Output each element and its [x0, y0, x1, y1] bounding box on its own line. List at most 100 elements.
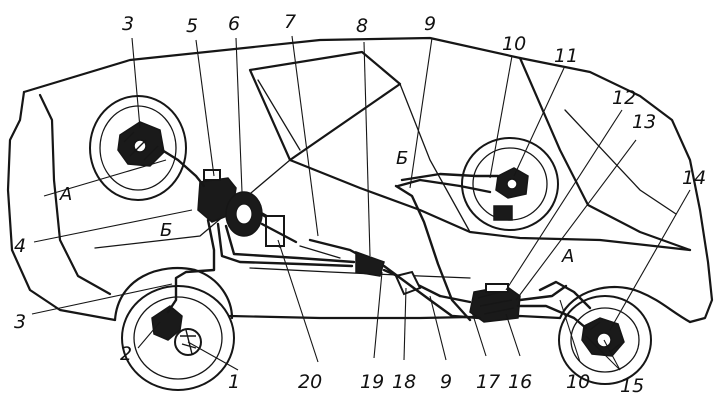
line-rear-right-2 — [538, 280, 592, 310]
front-bumper — [6, 90, 117, 322]
leader-15b — [585, 335, 621, 371]
line-rear-left-feed — [396, 178, 492, 194]
rear-right-wheel — [558, 295, 652, 385]
front-fender-line — [38, 93, 112, 296]
label-5: 5 — [186, 15, 198, 37]
leader-11 — [513, 67, 565, 177]
letter-markers: А А Б Б — [59, 148, 574, 267]
line-rear-left-feed-2 — [400, 172, 500, 182]
rear-right-hatching — [589, 321, 621, 353]
label-3-top: 3 — [122, 13, 134, 35]
leader-7 — [291, 35, 319, 237]
line-rear-right — [516, 304, 588, 330]
letter-b-center: Б — [396, 148, 408, 169]
pedal-link — [260, 222, 298, 244]
leader-14 — [609, 189, 691, 331]
regulator-cap — [485, 283, 509, 293]
label-11: 11 — [554, 45, 578, 67]
rear-window-line — [564, 109, 677, 215]
cable-to-regulator — [438, 294, 472, 304]
label-18: 18 — [392, 371, 416, 393]
label-2: 2 — [120, 343, 132, 365]
front-left-wheel — [89, 95, 187, 201]
line-front-right — [166, 218, 216, 314]
leader-20 — [277, 239, 319, 363]
label-1: 1 — [228, 371, 240, 393]
front-right-caliper — [151, 305, 183, 341]
leader-17 — [471, 311, 487, 357]
sill-line — [228, 314, 562, 320]
reservoir — [203, 169, 221, 181]
handbrake-bracket — [355, 250, 385, 277]
label-10-top: 10 — [502, 33, 526, 55]
leader-3-bottom — [31, 283, 173, 315]
leader-4 — [33, 209, 193, 243]
rear-left-regulator — [493, 205, 513, 221]
label-10-bottom: 10 — [566, 371, 590, 393]
leader-8 — [363, 41, 371, 257]
line-to-rear-1 — [216, 222, 354, 268]
label-7: 7 — [284, 11, 296, 33]
front-left-hatching — [123, 131, 159, 161]
leader-10-bottom — [559, 299, 581, 363]
front-right-wheel — [121, 285, 235, 391]
leader-3-top — [131, 37, 141, 129]
label-13: 13 — [632, 111, 656, 133]
leader-a-front — [43, 159, 167, 197]
leader-lines — [31, 35, 691, 371]
handbrake-assembly — [260, 222, 442, 298]
label-17: 17 — [476, 371, 500, 393]
leader-9-top — [409, 37, 433, 189]
label-3-bottom: 3 — [14, 311, 26, 333]
line-front-left — [160, 148, 206, 188]
leader-5 — [195, 39, 215, 177]
label-15: 15 — [620, 375, 644, 397]
regulator-link — [518, 284, 568, 302]
leader-6 — [235, 37, 243, 193]
label-20: 20 — [298, 371, 322, 393]
brake-lines — [160, 148, 592, 330]
front-right-rim — [133, 296, 223, 380]
label-19: 19 — [360, 371, 384, 393]
windshield-pillar — [257, 79, 301, 151]
leader-1 — [187, 341, 239, 371]
letter-a-rear: А — [561, 246, 574, 267]
label-9-bottom: 9 — [440, 371, 452, 393]
cable-short — [299, 245, 341, 259]
booster-center — [235, 203, 253, 225]
rear-left-wheel — [461, 137, 559, 231]
hood-line — [94, 159, 291, 249]
car-body-outline — [22, 36, 714, 324]
leader-2 — [137, 321, 161, 349]
line-to-rear-2 — [224, 224, 356, 264]
leader-18 — [403, 287, 407, 361]
rear-right-rim — [570, 307, 640, 373]
front-wheel-arch — [113, 266, 234, 322]
label-9-top: 9 — [424, 13, 436, 35]
letter-b-left: Б — [160, 220, 172, 241]
label-8: 8 — [356, 15, 368, 37]
line-rear-diagonal — [394, 184, 472, 322]
pressure-regulator — [469, 283, 568, 323]
car-body — [6, 36, 714, 324]
door-line — [399, 83, 471, 233]
label-14: 14 — [682, 167, 706, 189]
label-4: 4 — [14, 235, 26, 257]
leader-13 — [515, 139, 637, 301]
rear-left-hub — [506, 178, 518, 190]
leader-19 — [373, 271, 383, 359]
rear-wheel-arch — [558, 285, 692, 324]
master-cylinder-assembly — [197, 169, 285, 248]
leader-9-bottom — [429, 295, 447, 361]
leader-10-top — [489, 55, 513, 179]
rear-hatch — [518, 56, 692, 252]
windshield — [248, 50, 402, 162]
callout-numbers: 3 5 6 7 8 9 10 11 12 13 14 15 10 16 17 9… — [14, 11, 706, 397]
leader-16 — [505, 313, 521, 357]
label-6: 6 — [228, 13, 240, 35]
letter-a-front: А — [59, 184, 72, 205]
label-12: 12 — [612, 87, 636, 109]
label-16: 16 — [508, 371, 532, 393]
